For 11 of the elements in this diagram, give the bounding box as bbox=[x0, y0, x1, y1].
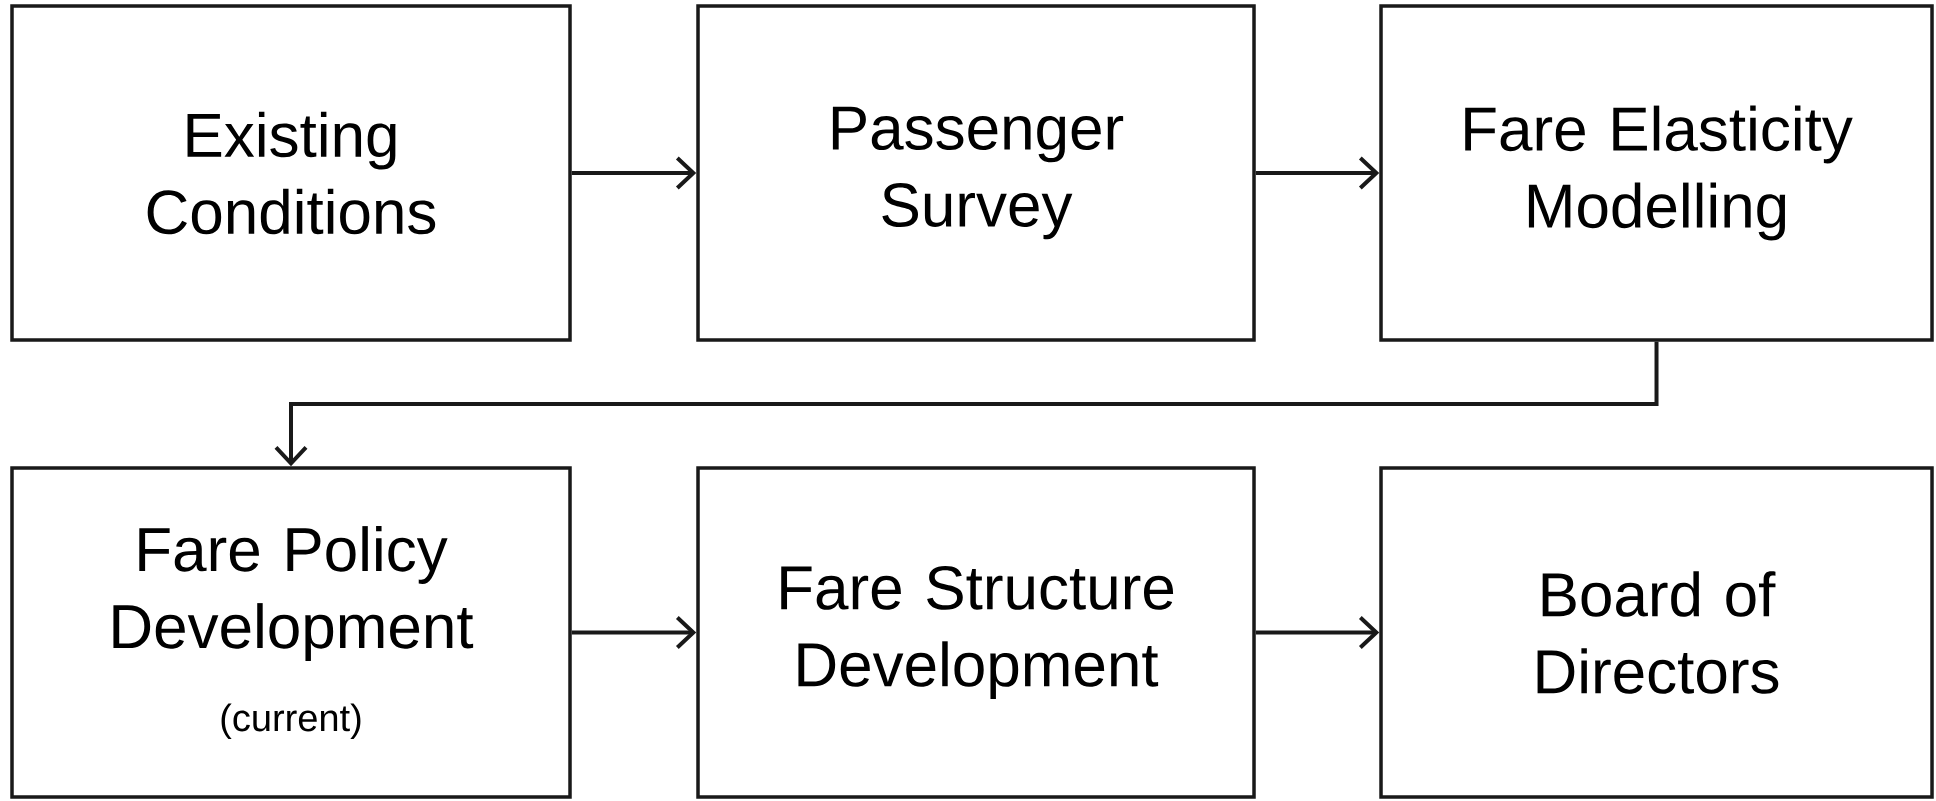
arrow bbox=[274, 341, 1659, 467]
process-box: Existing Conditions bbox=[10, 4, 572, 342]
arrow bbox=[1255, 156, 1380, 190]
process-box: Fare Structure Development bbox=[696, 466, 1256, 799]
process-box: Passenger Survey bbox=[696, 4, 1256, 342]
process-box: Fare Elasticity Modelling bbox=[1379, 4, 1934, 342]
arrow bbox=[571, 156, 697, 190]
arrow bbox=[1255, 616, 1380, 649]
arrow bbox=[571, 616, 697, 649]
process-box: Fare Policy Development (current) bbox=[10, 466, 572, 799]
process-box: Board of Directors bbox=[1379, 466, 1934, 799]
